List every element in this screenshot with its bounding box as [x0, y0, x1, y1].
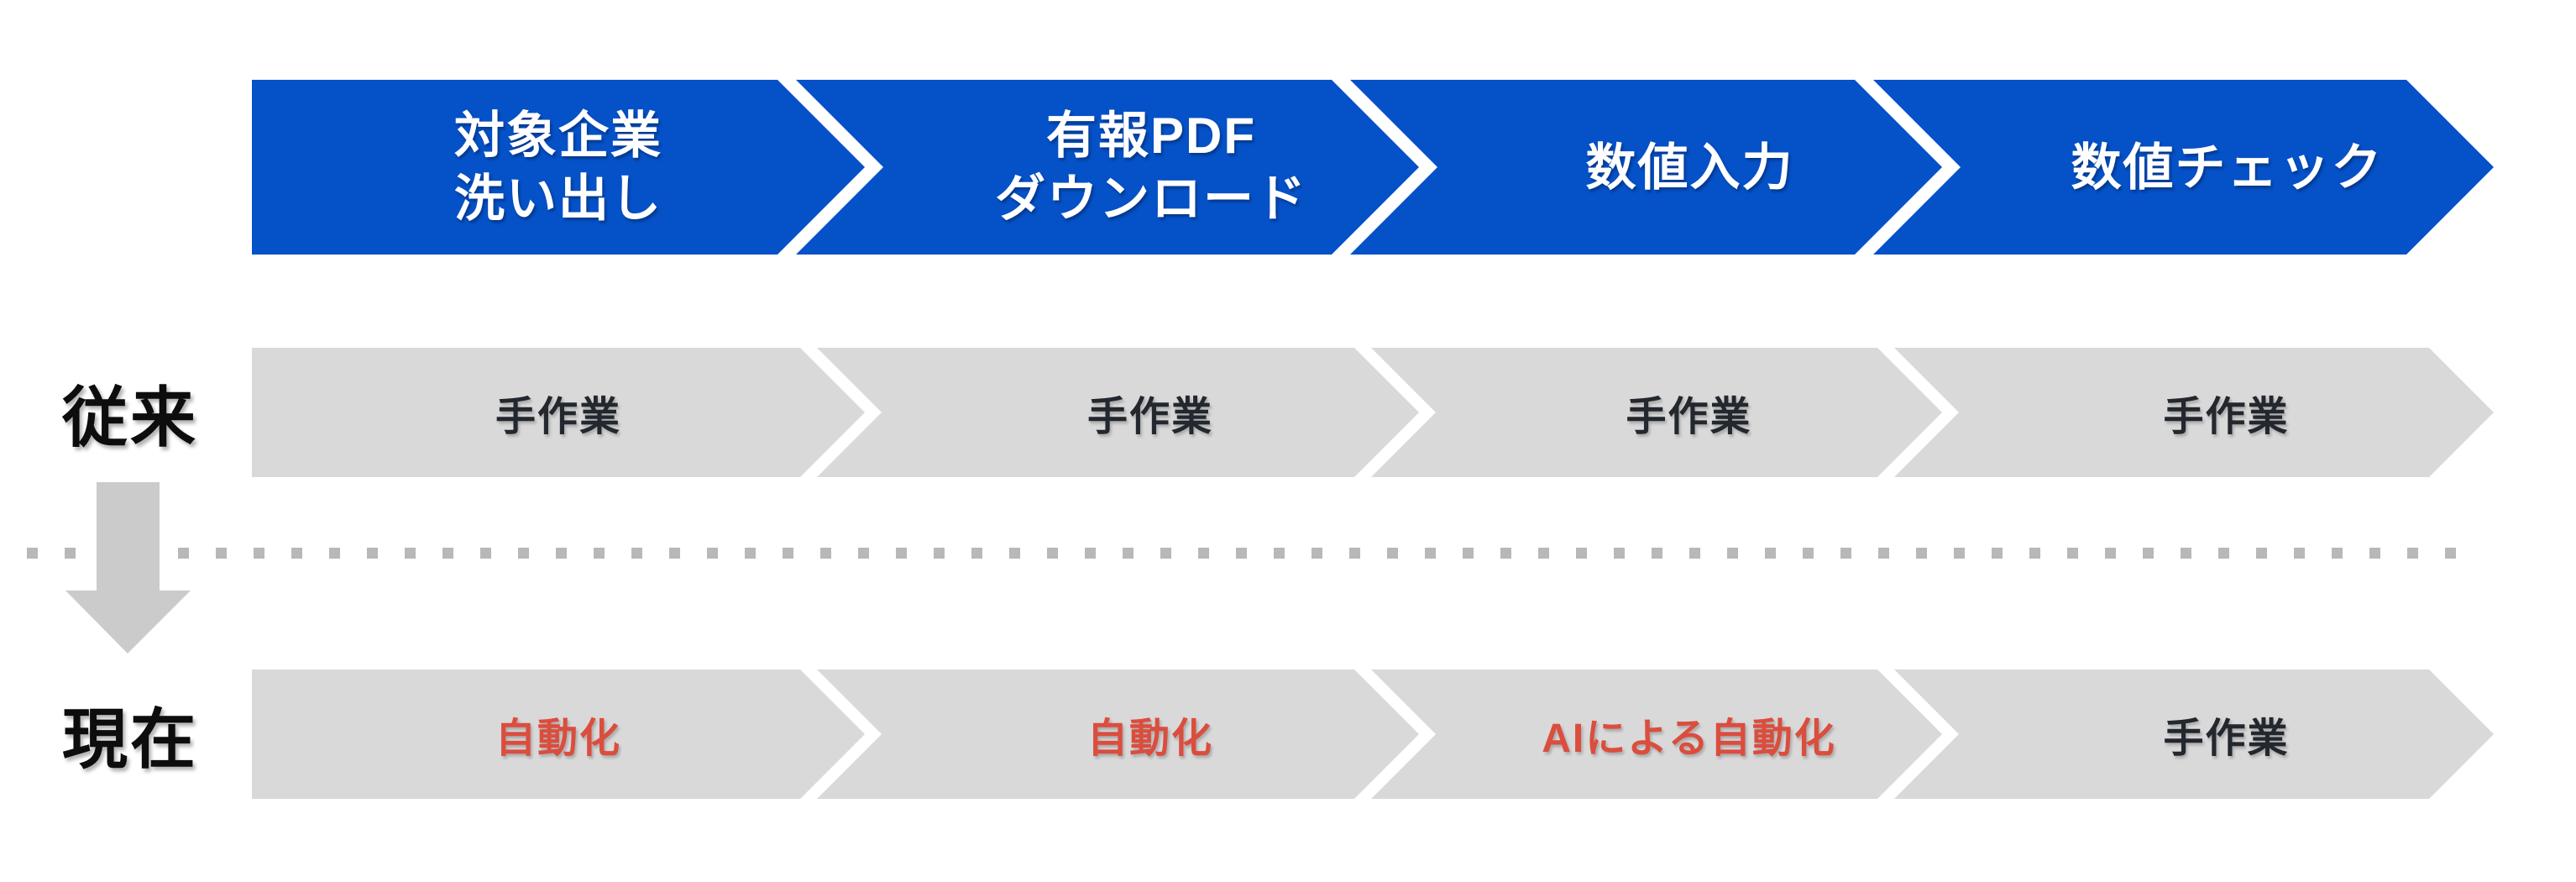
row-label-conventional: 従来	[61, 381, 198, 454]
step-label-line: 数値入力	[1585, 139, 1794, 196]
cell-text: 手作業	[2163, 717, 2290, 761]
step-label-line: 対象企業	[454, 108, 662, 164]
conventional-cell-2: 手作業	[817, 348, 1419, 477]
step-label-line: 数値チェック	[2071, 139, 2384, 196]
current-cell-1: 自動化	[252, 669, 865, 799]
dotted-divider	[27, 548, 2462, 559]
current-cell-3: AIによる自動化	[1371, 669, 1942, 799]
down-arrow-icon	[65, 482, 191, 654]
step-label-line: 有報PDF	[1046, 108, 1256, 164]
cell-text: 手作業	[2163, 395, 2290, 439]
step-label-line: 洗い出し	[454, 171, 662, 227]
cell-text: 手作業	[495, 395, 621, 439]
cell-text: 手作業	[1626, 395, 1752, 439]
step-value-entry: 数値入力	[1350, 80, 1942, 255]
step-target-companies: 対象企業 洗い出し	[252, 80, 865, 255]
step-pdf-download: 有報PDF ダウンロード	[796, 80, 1419, 255]
current-cell-2: 自動化	[817, 669, 1419, 799]
conventional-cell-3: 手作業	[1371, 348, 1942, 477]
cell-text: 手作業	[1086, 395, 1213, 439]
conventional-cell-1: 手作業	[252, 348, 865, 477]
conventional-cell-4: 手作業	[1894, 348, 2494, 477]
row-label-current: 現在	[61, 702, 198, 776]
cell-text: AIによる自動化	[1542, 717, 1836, 761]
step-label-line: ダウンロード	[995, 171, 1307, 227]
cell-text: 自動化	[1086, 717, 1213, 761]
cell-text: 自動化	[495, 717, 621, 761]
current-cell-4: 手作業	[1894, 669, 2494, 799]
step-value-check: 数値チェック	[1873, 80, 2494, 255]
